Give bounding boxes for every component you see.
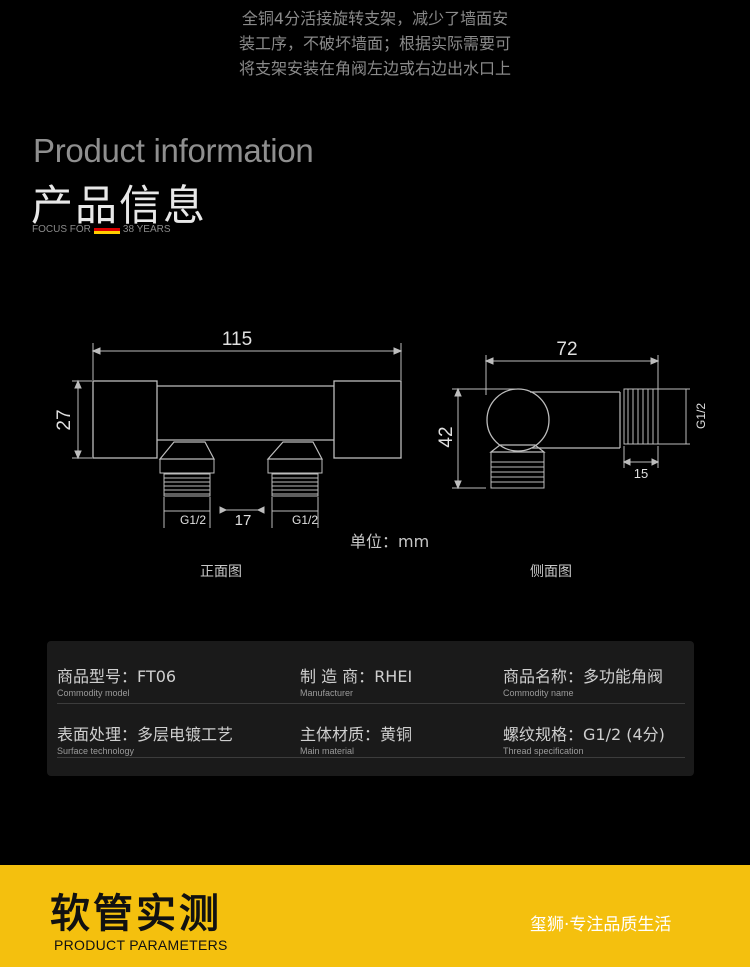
front-width-dimension: 115: [222, 329, 252, 350]
spec-item: 商品型号：FT06 Commodity model: [57, 667, 177, 698]
intro-line-3: 将支架安装在角阀左边或右边出水口上: [238, 59, 511, 78]
brand-slogan: 玺狮·专注品质生活: [530, 915, 672, 935]
german-flag-icon: [93, 225, 120, 234]
spec-divider-1: [57, 703, 685, 704]
section-title-en: Product information: [33, 132, 314, 169]
spec-card: [47, 641, 694, 776]
front-spacing-dimension: 17: [235, 512, 252, 529]
spec-item: 制 造 商：RHEI Manufacturer: [300, 667, 413, 698]
banner-title: 软管实测: [50, 891, 222, 937]
spec-divider-2: [57, 757, 685, 758]
side-thread-length-dimension: 15: [634, 466, 648, 481]
focus-right-text: 38 YEARS: [122, 224, 171, 235]
front-thread-right-label: G1/2: [292, 513, 318, 527]
intro-text: 全铜4分活接旋转支架，减少了墙面安 装工序，不破坏墙面；根据实际需要可 将支架安…: [0, 6, 750, 81]
front-view-caption: 正面图: [200, 564, 242, 580]
spec-item: 螺纹规格：G1/2 (4分) Thread specification: [503, 725, 665, 756]
focus-tagline: FOCUS FOR 38 YEARS: [32, 224, 171, 235]
side-height-dimension: 42: [436, 426, 457, 447]
section-title-cn: 产品信息: [31, 181, 208, 230]
intro-line-1: 全铜4分活接旋转支架，减少了墙面安: [241, 9, 509, 28]
front-height-dimension: 27: [54, 409, 75, 430]
intro-line-2: 装工序，不破坏墙面；根据实际需要可: [238, 34, 511, 53]
front-thread-left-label: G1/2: [180, 513, 206, 527]
banner: [0, 865, 750, 967]
unit-label: 单位：mm: [350, 532, 430, 551]
side-view-drawing: [452, 355, 690, 490]
spec-item: 主体材质：黄铜 Main material: [300, 725, 413, 756]
banner-subtitle: PRODUCT PARAMETERS: [54, 937, 228, 953]
side-thread-label: G1/2: [694, 403, 708, 429]
focus-left-text: FOCUS FOR: [32, 224, 91, 235]
side-width-dimension: 72: [556, 339, 577, 360]
side-view-caption: 侧面图: [530, 564, 572, 580]
front-view-drawing: [72, 343, 403, 528]
spec-item: 商品名称：多功能角阀 Commodity name: [503, 667, 664, 698]
spec-item: 表面处理：多层电镀工艺 Surface technology: [57, 725, 234, 756]
technical-drawing: 115 27 G1/2 17 G1/2 72 42 G1/2 15: [54, 329, 708, 529]
